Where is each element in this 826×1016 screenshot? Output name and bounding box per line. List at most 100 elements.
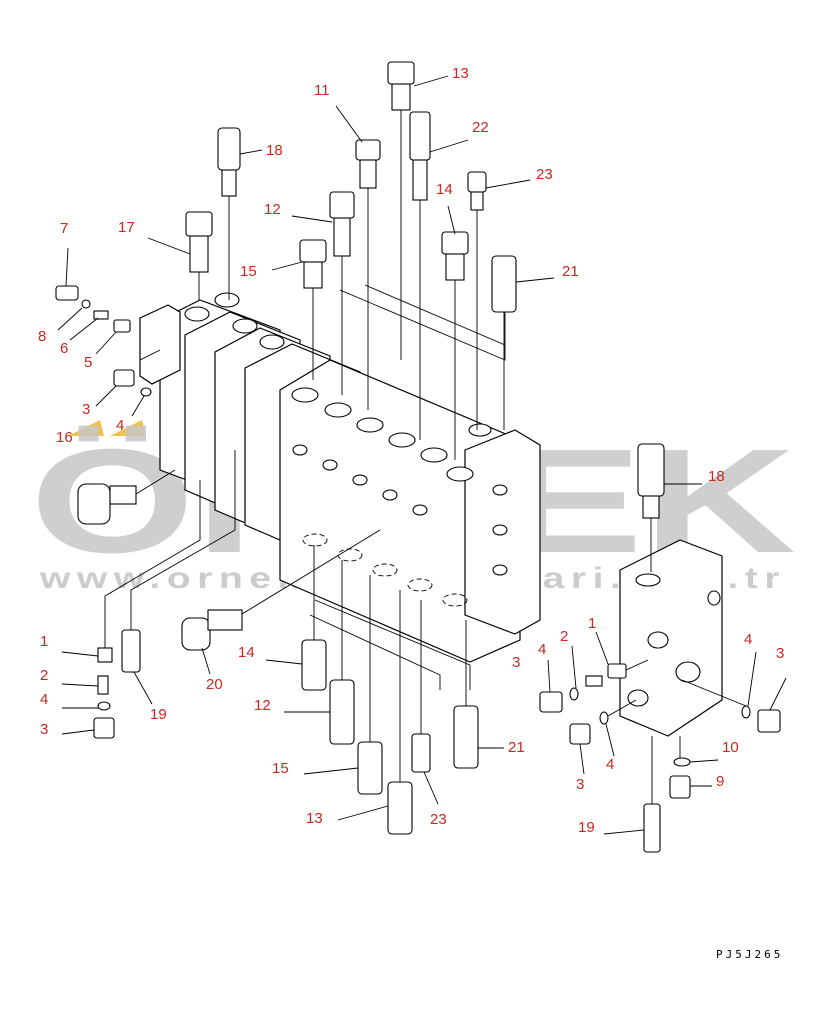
leader-4-mid-low — [605, 723, 615, 757]
pipe-1-left — [104, 480, 201, 648]
callout-4-right: 4 — [744, 631, 752, 648]
callout-5: 5 — [84, 354, 92, 371]
callout-4-left: 4 — [116, 417, 124, 434]
callout-12-low: 12 — [254, 697, 271, 714]
oring-10 — [673, 757, 691, 767]
callout-21-low: 21 — [508, 739, 525, 756]
callout-2-mid: 2 — [560, 628, 568, 645]
bore-top-2 — [214, 292, 240, 308]
bore-top-6 — [324, 402, 352, 418]
lower-components — [93, 450, 479, 835]
leader-2-mid — [571, 645, 577, 689]
callout-14-low: 14 — [238, 644, 255, 661]
callout-3-mid: 3 — [512, 654, 520, 671]
leader-23-top — [485, 179, 531, 189]
valve-19-left — [121, 629, 141, 673]
bore-top-4 — [259, 334, 285, 350]
bore-top-11 — [468, 423, 492, 437]
gasket-top-2 — [364, 284, 506, 346]
bottom-port-4 — [407, 578, 433, 592]
plug-14-low — [301, 639, 327, 691]
axis-3-right — [681, 679, 747, 707]
leader-23-low — [423, 771, 439, 805]
plug-17-head — [185, 211, 213, 237]
callout-22: 22 — [472, 119, 489, 136]
callout-4-left-low: 4 — [40, 691, 48, 708]
leader-4-left — [131, 395, 145, 417]
side-port-4 — [382, 489, 398, 501]
right-block-port-4 — [627, 689, 649, 707]
plug-15-low — [357, 741, 383, 795]
leader-18-top — [239, 149, 263, 155]
callout-23-low: 23 — [430, 811, 447, 828]
plug-14-top-head — [441, 231, 469, 255]
oring-4-mid — [569, 687, 579, 701]
drawing-code: PJ5J265 — [716, 948, 783, 961]
side-port-1 — [292, 444, 308, 456]
axis-1-mid — [625, 659, 649, 671]
right-block-port-3 — [707, 590, 721, 606]
plug-9 — [669, 775, 691, 799]
leader-1-left — [61, 651, 99, 657]
bore-top-10 — [446, 466, 474, 482]
callout-19-right: 19 — [578, 819, 595, 836]
callout-18-top: 18 — [266, 142, 283, 159]
axis-16 — [135, 469, 176, 495]
valve-22-body — [412, 159, 428, 201]
cap-20-stem — [207, 609, 243, 631]
valve-main-body — [279, 359, 521, 663]
spring-6 — [93, 310, 109, 320]
plug-23-top-head — [467, 171, 487, 193]
gasket-outlines — [139, 284, 506, 690]
bottom-port-2 — [337, 548, 363, 562]
cap-20 — [181, 617, 211, 651]
callout-3-left: 3 — [82, 401, 90, 418]
leader-11 — [335, 105, 363, 143]
leader-7 — [65, 247, 69, 287]
valve-21-top-body — [491, 255, 517, 313]
callout-4-mid-low: 4 — [606, 756, 614, 773]
leader-14-low — [265, 659, 303, 665]
leader-4-right — [747, 651, 757, 707]
poppet-5 — [113, 319, 131, 333]
right-block-port-2 — [647, 631, 669, 649]
valve-21-low — [453, 705, 479, 769]
valve-18-top-body — [221, 169, 237, 197]
plug-12-low — [329, 679, 355, 745]
callout-23-top: 23 — [536, 166, 553, 183]
callout-11: 11 — [314, 82, 330, 99]
leader-10 — [689, 759, 719, 763]
right-block-body — [619, 539, 723, 737]
leader-6 — [69, 317, 99, 341]
valve-18-right-body — [642, 495, 660, 519]
oring-4-mid-low — [599, 711, 609, 725]
oring-4-left — [140, 387, 152, 397]
bore-top-5 — [291, 387, 319, 403]
pipe-19-left — [130, 450, 236, 630]
right-block-bore — [635, 573, 661, 587]
plug-17-body — [189, 235, 209, 273]
callout-3-right: 3 — [776, 645, 784, 662]
leader-13-top — [413, 75, 449, 87]
callout-3-mid-low: 3 — [576, 776, 584, 793]
top-components — [55, 61, 517, 525]
leader-5 — [95, 331, 117, 355]
poppet-1-mid — [607, 663, 627, 679]
cap-16-stem — [109, 485, 137, 505]
side-port-2 — [322, 459, 338, 471]
leader-1-mid — [595, 631, 609, 665]
leader-12-top — [291, 215, 333, 223]
plug-13-top-body — [391, 83, 411, 111]
callout-12-top: 12 — [264, 201, 281, 218]
gasket-bottom-2 — [309, 614, 441, 690]
callout-1-left: 1 — [40, 633, 48, 650]
leader-15-low — [303, 767, 359, 775]
leader-13-low — [337, 805, 389, 821]
callout-9: 9 — [716, 773, 724, 790]
callout-16: 16 — [56, 429, 73, 446]
plug-13-low — [387, 781, 413, 835]
plug-3-mid — [539, 691, 563, 713]
callout-17: 17 — [118, 219, 135, 236]
leader-8 — [57, 307, 83, 331]
